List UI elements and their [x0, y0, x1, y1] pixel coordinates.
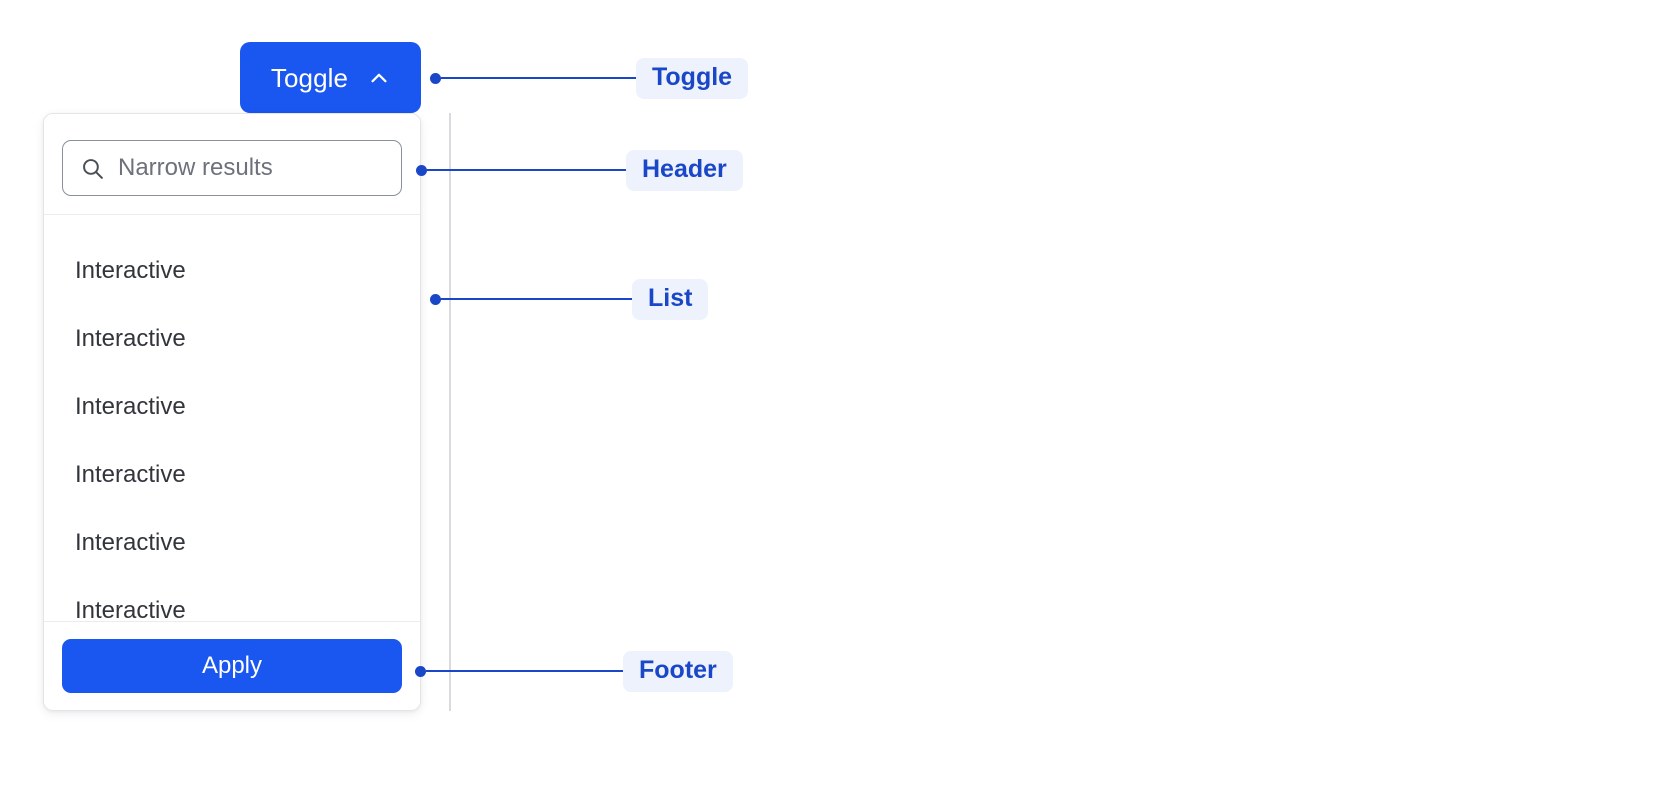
- list-item[interactable]: Interactive: [44, 305, 420, 373]
- list-item-label: Interactive: [75, 461, 186, 488]
- list-item[interactable]: Interactive: [44, 237, 420, 305]
- apply-button[interactable]: Apply: [62, 639, 402, 693]
- callout-label-list: List: [632, 278, 709, 320]
- list-item[interactable]: Interactive: [44, 441, 420, 509]
- chevron-up-icon: [368, 67, 390, 89]
- search-input-placeholder: Narrow results: [118, 156, 273, 180]
- list-item[interactable]: Interactive: [44, 373, 420, 441]
- callout-toggle: Toggle: [430, 57, 749, 99]
- callout-label-toggle: Toggle: [636, 57, 749, 99]
- callout-leader-line: [441, 77, 637, 79]
- toggle-button[interactable]: Toggle: [240, 42, 421, 113]
- list-item-label: Interactive: [75, 393, 186, 420]
- callout-dot-icon: [430, 293, 441, 305]
- list-item[interactable]: Interactive: [44, 577, 420, 622]
- dropdown-footer: Apply: [44, 621, 420, 710]
- dropdown-panel: Narrow results Interactive Interactive I…: [43, 113, 421, 711]
- callout-label-footer: Footer: [623, 650, 733, 692]
- toggle-button-label: Toggle: [270, 62, 349, 93]
- callout-header: Header: [416, 149, 743, 191]
- search-input[interactable]: Narrow results: [62, 140, 402, 196]
- callout-label-header: Header: [626, 149, 743, 191]
- callout-leader-line: [426, 670, 624, 672]
- list-item-label: Interactive: [75, 325, 186, 352]
- list-item-label: Interactive: [75, 597, 186, 622]
- list-item[interactable]: Interactive: [44, 509, 420, 577]
- dropdown-header: Narrow results: [44, 114, 420, 215]
- callout-dot-icon: [430, 72, 441, 84]
- callout-leader-line: [441, 298, 633, 300]
- dropdown-list: Interactive Interactive Interactive Inte…: [44, 215, 420, 621]
- callout-list: List: [430, 278, 709, 320]
- callout-leader-line: [427, 169, 627, 171]
- callout-footer: Footer: [415, 650, 733, 692]
- list-item-label: Interactive: [75, 257, 186, 284]
- search-icon: [80, 156, 105, 181]
- list-item-label: Interactive: [75, 529, 186, 556]
- annotation-guide-line: [449, 113, 451, 711]
